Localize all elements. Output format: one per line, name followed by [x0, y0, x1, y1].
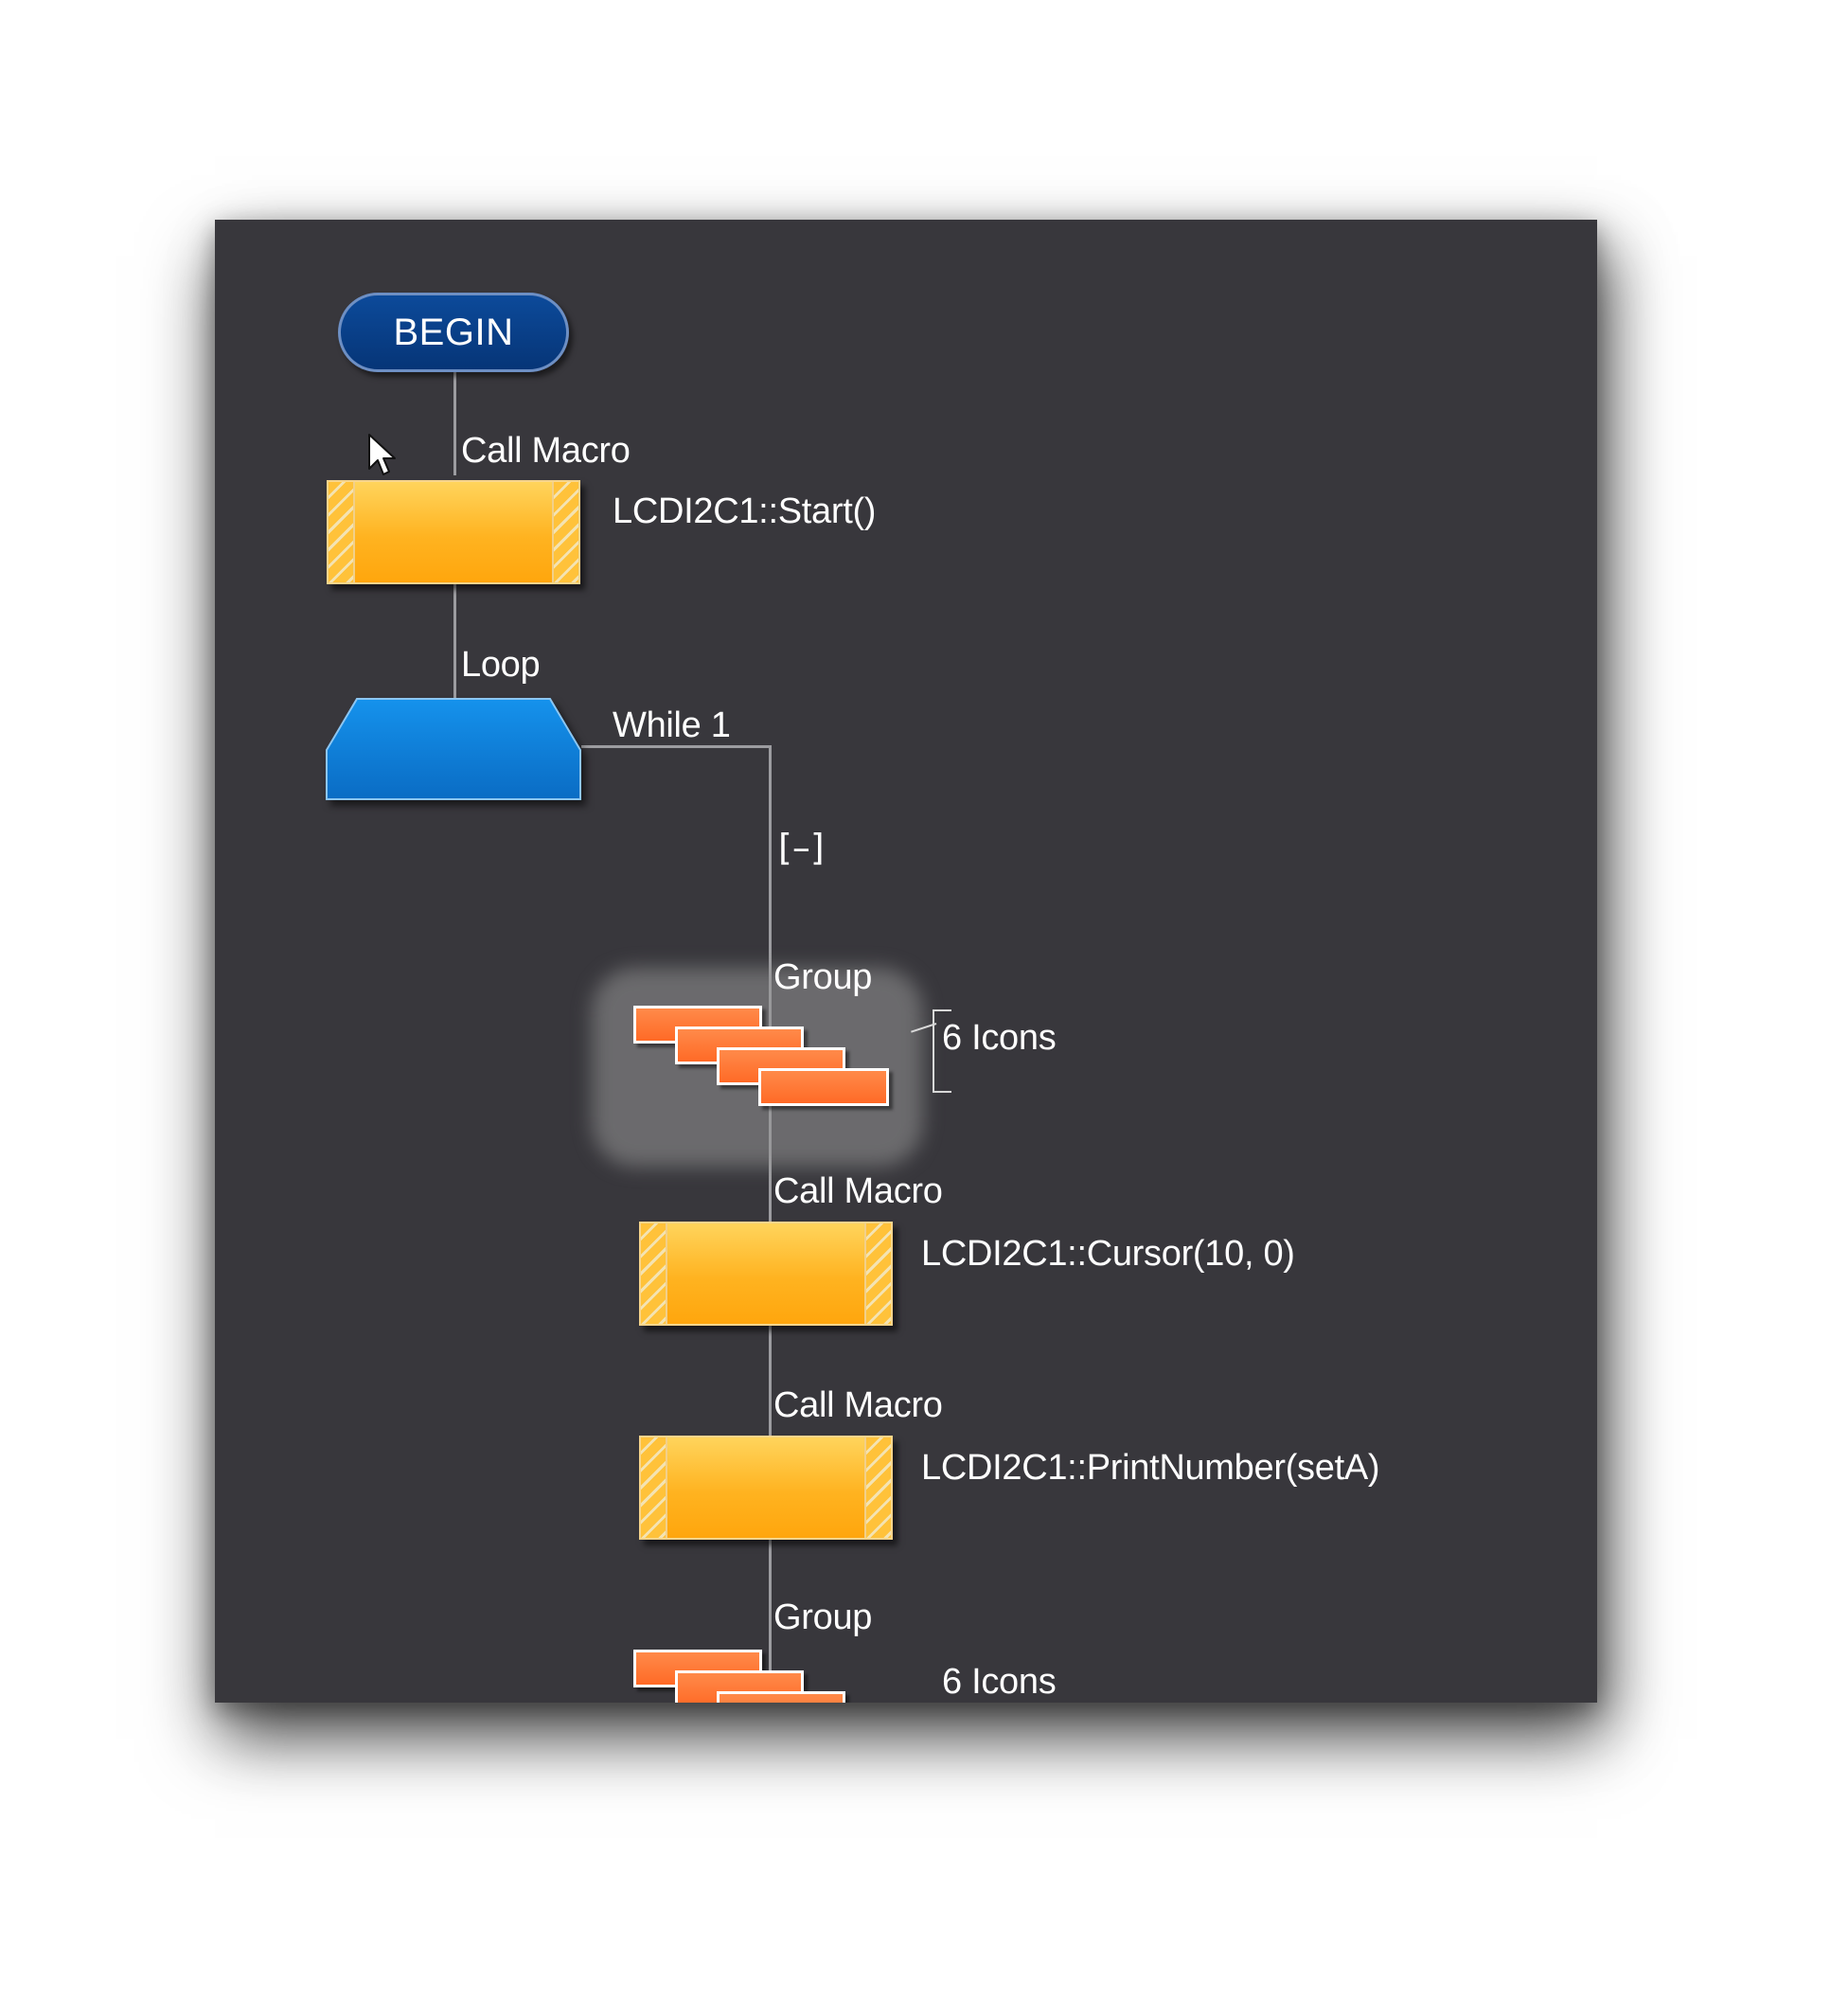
call-macro-label: Call Macro: [773, 1385, 943, 1425]
group-count-text: 6 Icons: [942, 1662, 1057, 1702]
begin-terminal[interactable]: BEGIN: [338, 293, 569, 372]
macro-call-text: LCDI2C1::Start(): [613, 491, 877, 531]
call-macro-icon[interactable]: [639, 1436, 893, 1540]
hatch-left: [641, 1437, 667, 1538]
hatch-left: [329, 482, 355, 582]
group-label: Group: [773, 1597, 873, 1637]
hatch-right: [864, 1223, 891, 1324]
group-label: Group: [773, 957, 873, 997]
loop-icon[interactable]: [325, 697, 582, 801]
hatch-right: [864, 1437, 891, 1538]
loop-label: Loop: [461, 645, 541, 685]
wire-macro-to-loop: [453, 578, 456, 701]
wire-begin-to-macro: [453, 371, 456, 475]
flowchart-canvas[interactable]: BEGIN Call Macro LCDI2C1::Start() Loop W…: [215, 220, 1597, 1703]
group-icon-bar: [717, 1691, 845, 1703]
loop-condition-text: While 1: [613, 705, 731, 745]
group-icon-bar: [758, 1068, 889, 1106]
collapse-icon[interactable]: [–]: [778, 827, 825, 868]
hatch-left: [641, 1223, 667, 1324]
call-macro-label: Call Macro: [461, 431, 631, 471]
call-macro-label: Call Macro: [773, 1171, 943, 1211]
call-macro-icon[interactable]: [639, 1222, 893, 1326]
group-count-text: 6 Icons: [942, 1018, 1057, 1058]
macro-call-text: LCDI2C1::Cursor(10, 0): [921, 1234, 1295, 1274]
call-macro-icon[interactable]: [327, 480, 580, 584]
macro-call-text: LCDI2C1::PrintNumber(setA): [921, 1448, 1380, 1488]
group-bracket: [933, 1009, 951, 1093]
hatch-right: [552, 482, 578, 582]
wire-loop-branch: [581, 745, 771, 748]
cursor-arrow-icon: [368, 434, 396, 475]
